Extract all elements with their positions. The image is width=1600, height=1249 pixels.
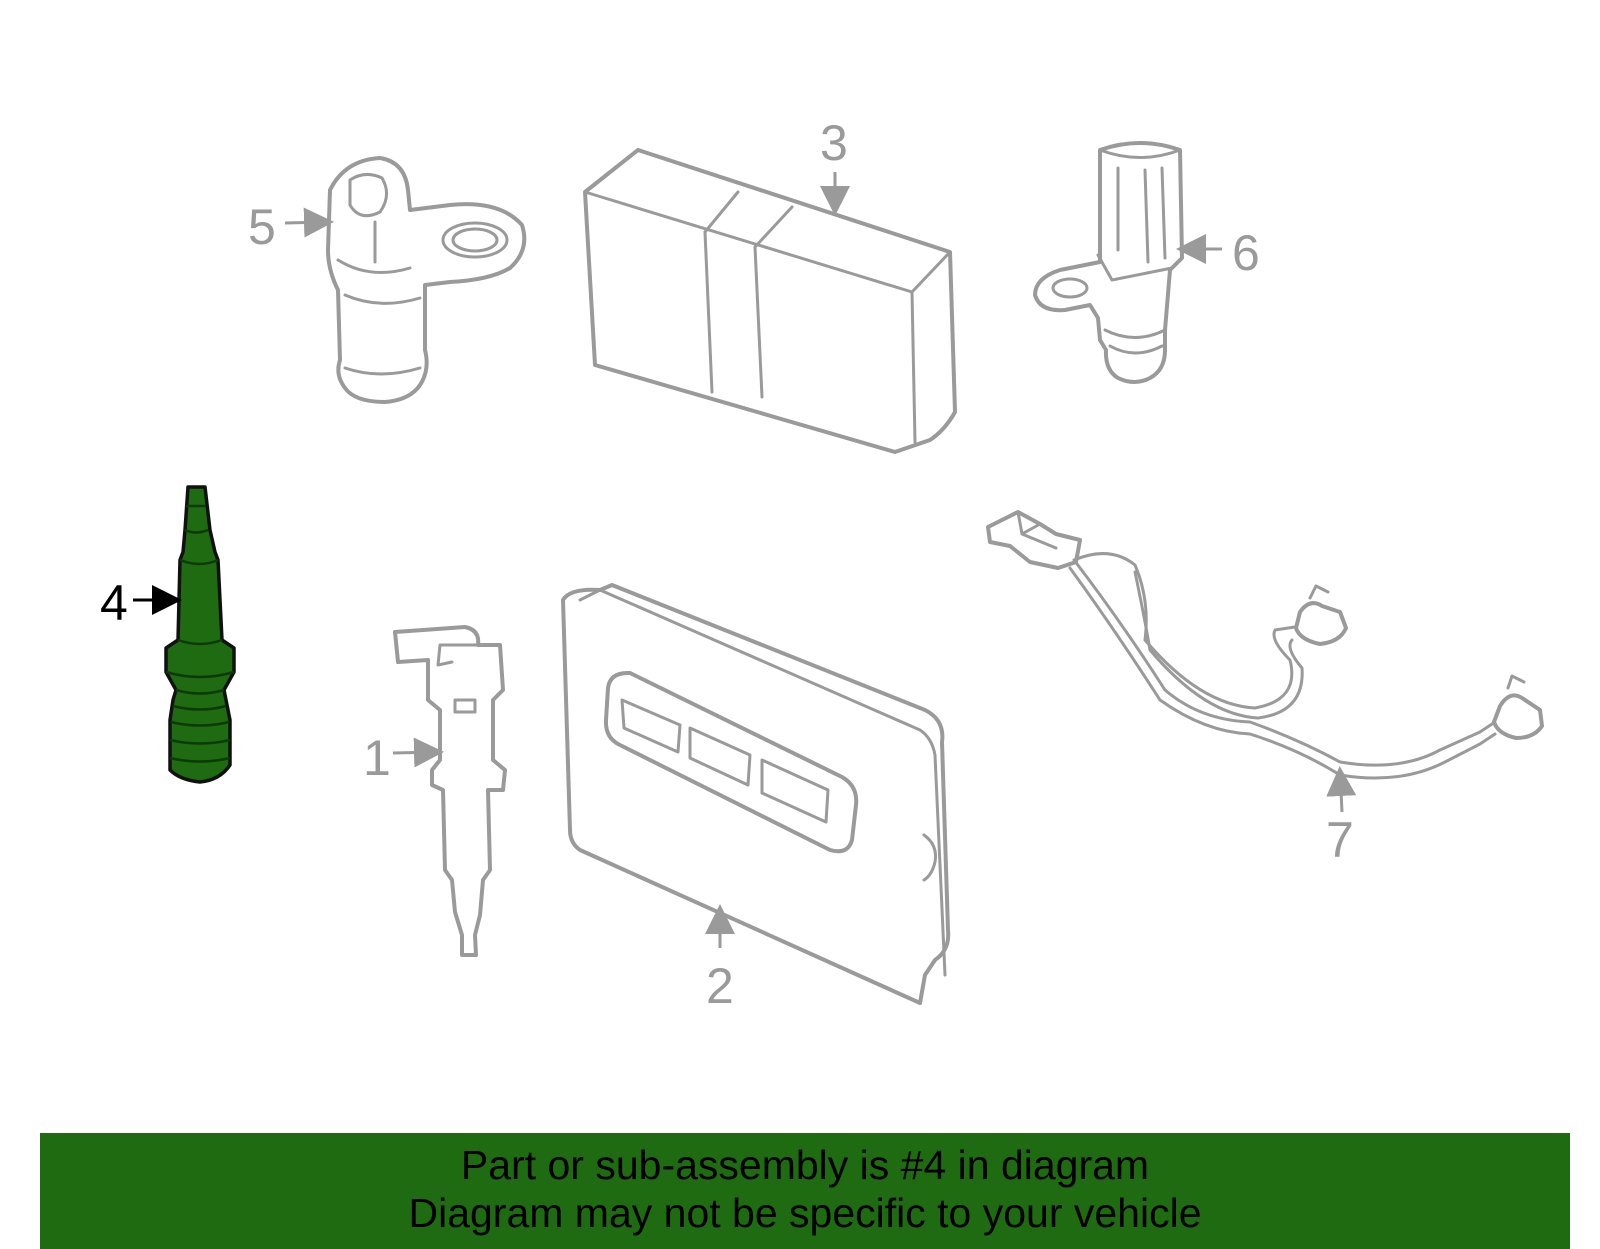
callout-3: 3 — [820, 115, 848, 171]
callout-7: 7 — [1326, 812, 1354, 868]
leader-5 — [284, 207, 334, 238]
part-5-sensor[interactable] — [326, 156, 527, 404]
part-2-ecm[interactable] — [561, 583, 951, 1005]
callout-5: 5 — [248, 199, 276, 255]
banner-disclaimer: Diagram may not be specific to your vehi… — [408, 1190, 1202, 1236]
info-banner: Part or sub-assembly is #4 in diagram Di… — [40, 1133, 1570, 1249]
callout-4: 4 — [100, 575, 128, 631]
callout-6: 6 — [1232, 225, 1260, 281]
callout-1: 1 — [363, 730, 391, 786]
leader-7 — [1326, 766, 1357, 813]
part-6-sensor[interactable] — [1033, 141, 1184, 384]
part-1-ignition-coil[interactable] — [393, 625, 507, 957]
part-4-spark-plug[interactable] — [164, 485, 236, 784]
part-7-harness[interactable] — [986, 510, 1544, 780]
callout-2: 2 — [706, 958, 734, 1014]
leader-1 — [392, 737, 444, 768]
banner-part-note: Part or sub-assembly is #4 in diagram — [460, 1142, 1150, 1188]
part-3-module[interactable] — [583, 148, 957, 454]
